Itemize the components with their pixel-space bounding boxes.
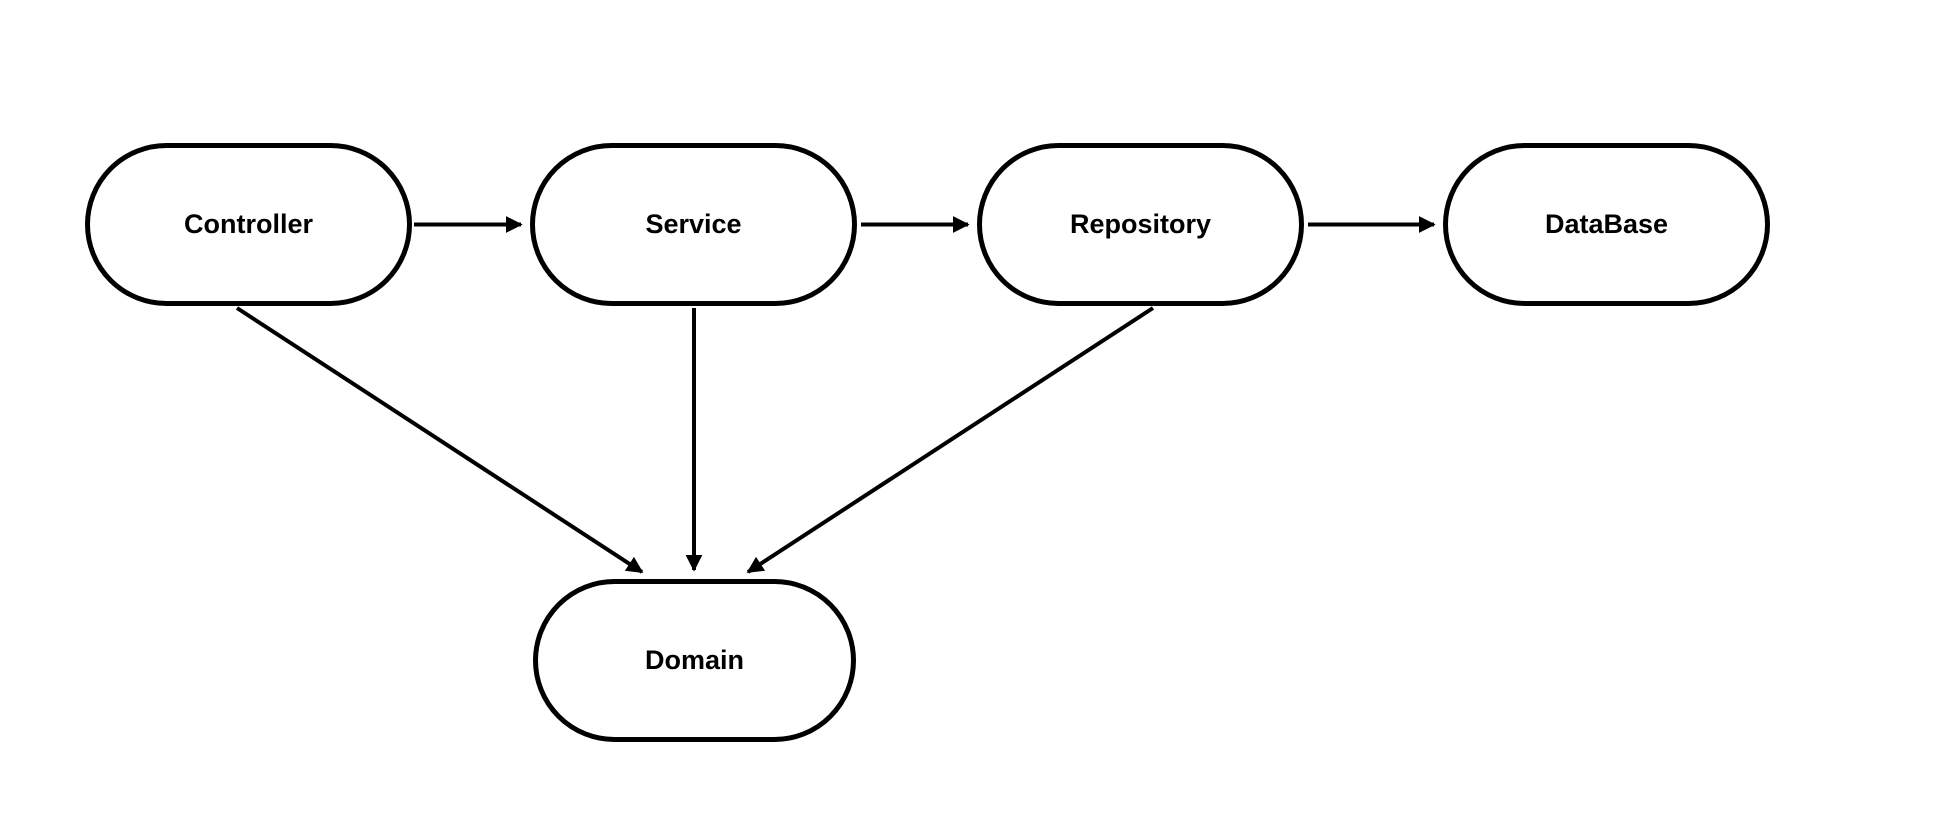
node-database: DataBase xyxy=(1443,143,1770,306)
node-database-label: DataBase xyxy=(1544,209,1669,239)
node-repository: Repository xyxy=(977,143,1304,306)
node-service-label: Service xyxy=(645,209,742,239)
edge-controller-domain xyxy=(235,306,644,574)
edge-repository-domain xyxy=(746,306,1155,574)
node-domain: Domain xyxy=(533,579,856,742)
node-service: Service xyxy=(530,143,857,306)
node-controller: Controller xyxy=(85,143,412,306)
node-repository-label: Repository xyxy=(1069,209,1212,239)
node-controller-label: Controller xyxy=(183,209,313,239)
node-domain-label: Domain xyxy=(644,645,744,675)
